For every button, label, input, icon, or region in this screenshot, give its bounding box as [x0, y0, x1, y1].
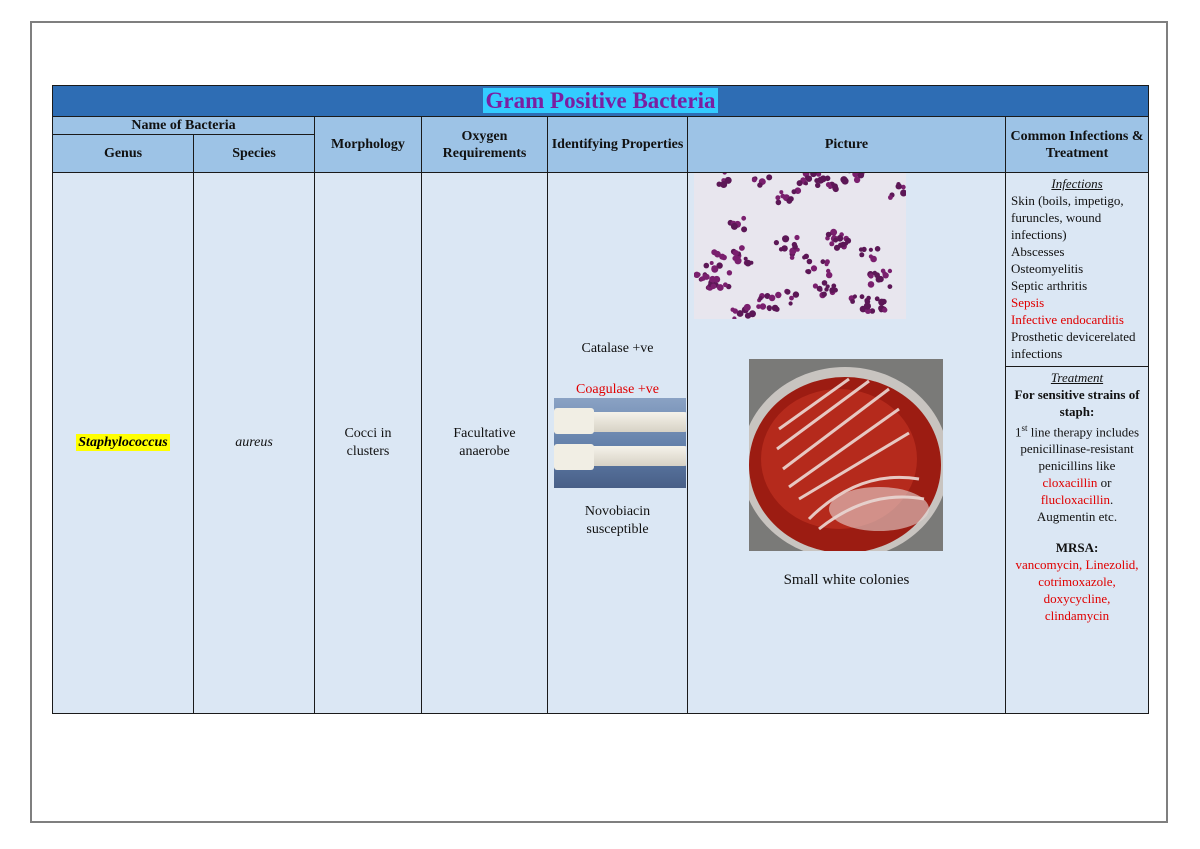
header-infections: Common Infections & Treatment	[1004, 116, 1150, 173]
header-species: Species	[193, 134, 315, 173]
infection-item: Septic arthritis	[1011, 278, 1088, 293]
catalase-text: Catalase +ve	[581, 341, 654, 356]
mrsa-heading: MRSA:	[1055, 540, 1099, 556]
picture-wrap: Small white colonies	[688, 173, 1005, 713]
line-rest: line therapy includes penicillinase-resi…	[1020, 424, 1140, 474]
genus-cell: Staphylococcus	[52, 172, 194, 714]
picture-cell: Small white colonies	[687, 172, 1006, 714]
infections-cell: Infections Skin (boils, impetigo, furunc…	[1004, 172, 1150, 714]
test-tubes-image	[554, 398, 686, 488]
drug-flucloxacillin: flucloxacillin	[1040, 492, 1111, 508]
infection-item: Prosthetic devicerelated infections	[1011, 329, 1136, 361]
spacer	[1010, 525, 1144, 539]
infection-item: Osteomyelitis	[1011, 261, 1084, 276]
header-oxygen: Oxygen Requirements	[421, 116, 548, 173]
coagulase-text: Coagulase +ve	[576, 382, 659, 397]
first-line-therapy: 1st line therapy includes penicillinase-…	[1010, 420, 1144, 508]
oxygen-text: Facultative anaerobe	[453, 426, 516, 459]
identifying-cell: Catalase +ve Coagulase +ve Novobiacin su…	[547, 172, 688, 714]
bacteria-row: Staphylococcus aureus Cocci in clusters …	[52, 172, 1150, 714]
table-title: Gram Positive Bacteria	[482, 88, 719, 113]
period: .	[1110, 492, 1114, 508]
infection-item: Skin (boils, impetigo, furuncles, wound …	[1011, 193, 1124, 242]
drug-cloxacillin: cloxacillin	[1042, 475, 1098, 491]
title-cell: Gram Positive Bacteria	[51, 85, 1150, 117]
treatment-heading: Treatment	[1050, 370, 1104, 385]
treatment-block: Treatment For sensitive strains of staph…	[1006, 366, 1149, 626]
header-picture: Picture	[687, 116, 1006, 173]
line-ordinal-suffix: st	[1021, 423, 1028, 433]
tube-cap-1	[554, 408, 594, 434]
micrograph-svg	[694, 173, 906, 319]
morphology-cell: Cocci in clusters	[314, 172, 422, 714]
sensitive-heading: For sensitive strains of staph:	[1014, 387, 1140, 419]
plate-svg	[749, 359, 943, 551]
oxygen-cell: Facultative anaerobe	[421, 172, 548, 714]
infections-heading: Infections	[1051, 176, 1103, 191]
species-name: aureus	[235, 435, 273, 450]
gram-stain-micrograph	[694, 173, 906, 319]
header-identifying: Identifying Properties	[547, 116, 688, 173]
or-text: or	[1097, 475, 1112, 491]
novobiacin-text: Novobiacin susceptible	[584, 504, 651, 537]
header-row-1: Name of Bacteria Morphology Oxygen Requi…	[52, 116, 1150, 173]
species-cell: aureus	[193, 172, 315, 714]
header-genus: Genus	[52, 134, 194, 173]
bacteria-table: Gram Positive Bacteria Name of Bacteria …	[51, 85, 1150, 714]
header-name-of-bacteria: Name of Bacteria	[52, 116, 315, 135]
picture-caption: Small white colonies	[783, 572, 910, 588]
infection-item: Abscesses	[1011, 244, 1065, 259]
morphology-text: Cocci in clusters	[344, 426, 392, 459]
header-morphology: Morphology	[314, 116, 422, 173]
blood-agar-plate-image	[749, 359, 943, 551]
genus-name: Staphylococcus	[76, 434, 170, 451]
title-row: Gram Positive Bacteria	[51, 85, 1150, 117]
infection-item: Infective endocarditis	[1011, 312, 1124, 327]
infection-item: Sepsis	[1011, 295, 1045, 310]
line-ordinal: 1	[1014, 424, 1022, 440]
identifying-wrap: Catalase +ve Coagulase +ve Novobiacin su…	[548, 173, 687, 713]
infections-block: Infections Skin (boils, impetigo, furunc…	[1006, 173, 1148, 366]
tube-cap-2	[554, 444, 594, 470]
header-row-2: Genus Species	[52, 134, 1149, 173]
mrsa-drugs: vancomycin, Linezolid, cotrimoxazole, do…	[1015, 557, 1139, 624]
augmentin-text: Augmentin etc.	[1036, 509, 1118, 525]
infections-wrap: Infections Skin (boils, impetigo, furunc…	[1006, 173, 1149, 626]
